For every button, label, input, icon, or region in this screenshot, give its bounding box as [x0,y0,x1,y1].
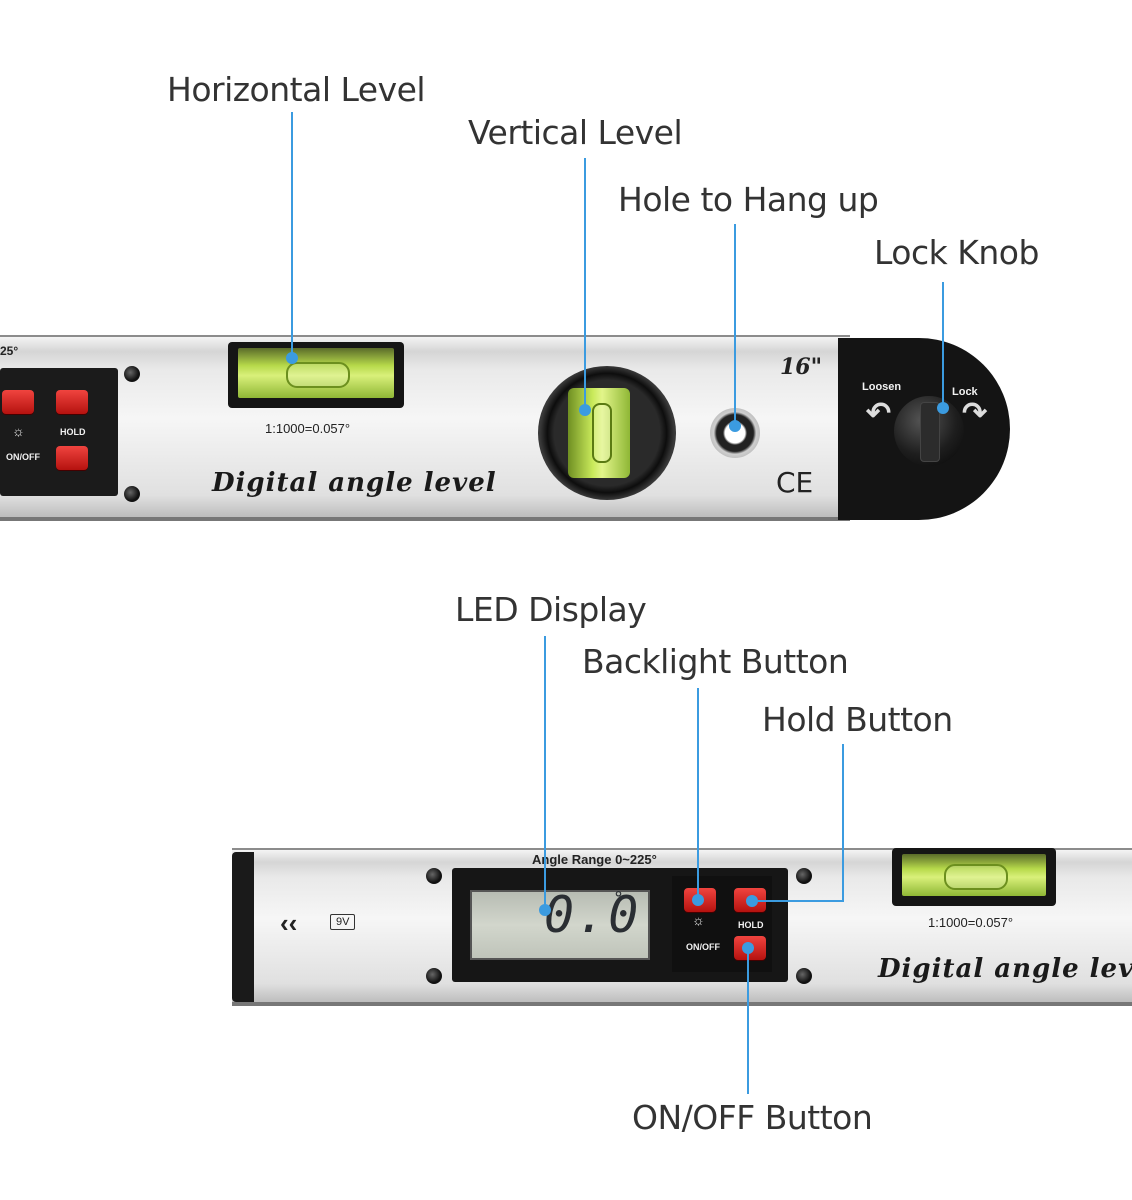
chevron-icon: ‹‹ [280,908,298,938]
label-lock-knob: Lock Knob [874,233,1039,272]
vial-bubble [286,362,350,388]
pointer-dot [742,942,754,954]
lock-knob-grip [920,402,940,462]
label-vertical-level: Vertical Level [468,113,683,152]
pointer-onoff [747,948,749,1094]
label-onoff-button: ON/OFF Button [632,1098,873,1137]
battery-badge: 9V [330,914,356,930]
screw [796,868,812,884]
top-backlight-button[interactable] [2,390,34,414]
lock-arrow-icon: ↷ [962,397,988,430]
top-ratio-text: 1:1000=0.057° [265,421,351,436]
screw [124,486,140,502]
top-onoff-text: ON/OFF [6,452,40,462]
screw [796,968,812,984]
ce-mark: CE [776,466,814,499]
pointer-dot [579,404,591,416]
pointer-hole [734,224,736,426]
label-hold-button: Hold Button [762,700,953,739]
label-backlight-button: Backlight Button [582,642,849,681]
pointer-led-display [544,636,546,908]
top-level-body [0,335,850,521]
top-range-fragment: 25° [0,344,19,358]
pointer-backlight [697,688,699,900]
lcd-value: 0.0 [544,886,641,944]
pointer-dot [746,895,758,907]
loosen-arrow-icon: ↶ [866,397,892,430]
pointer-dot [286,352,298,364]
top-horizontal-vial [228,342,404,408]
pointer-hold-vertical [842,744,844,902]
backlight-glyph: ☼ [692,912,705,928]
top-button-panel [0,368,118,496]
top-brand-text: Digital angle level [212,468,497,498]
top-hold-button[interactable] [56,390,88,414]
pointer-lock-knob [942,282,944,408]
bottom-brand-text: Digital angle level [878,954,1132,984]
angle-range-text: Angle Range 0~225° [532,852,657,867]
loosen-text: Loosen [862,381,902,393]
screw [426,968,442,984]
bottom-ratio-text: 1:1000=0.057° [928,915,1014,930]
screw [426,868,442,884]
vertical-vial-bubble [592,403,612,463]
top-backlight-glyph: ☼ [12,423,25,439]
top-hold-text: HOLD [60,427,86,437]
label-led-display: LED Display [455,590,647,629]
pointer-horizontal-level [291,112,293,358]
label-hole: Hole to Hang up [618,180,879,219]
vial-bubble [944,864,1008,890]
label-horizontal-level: Horizontal Level [167,70,426,109]
pointer-vertical-level [584,158,586,410]
pointer-dot [692,894,704,906]
lcd-screen [470,890,650,960]
bottom-end-cap [232,852,254,1002]
top-onoff-button[interactable] [56,446,88,470]
screw [124,366,140,382]
onoff-text: ON/OFF [686,942,720,952]
bottom-horizontal-vial [892,848,1056,906]
hold-text: HOLD [738,920,764,930]
size-label: 16" [780,354,823,380]
pointer-dot [937,402,949,414]
pointer-dot [729,420,741,432]
lcd-degree: ° [614,888,623,909]
pointer-dot [539,904,551,916]
pointer-hold-horizontal [752,900,844,902]
lock-text: Lock [952,386,978,398]
